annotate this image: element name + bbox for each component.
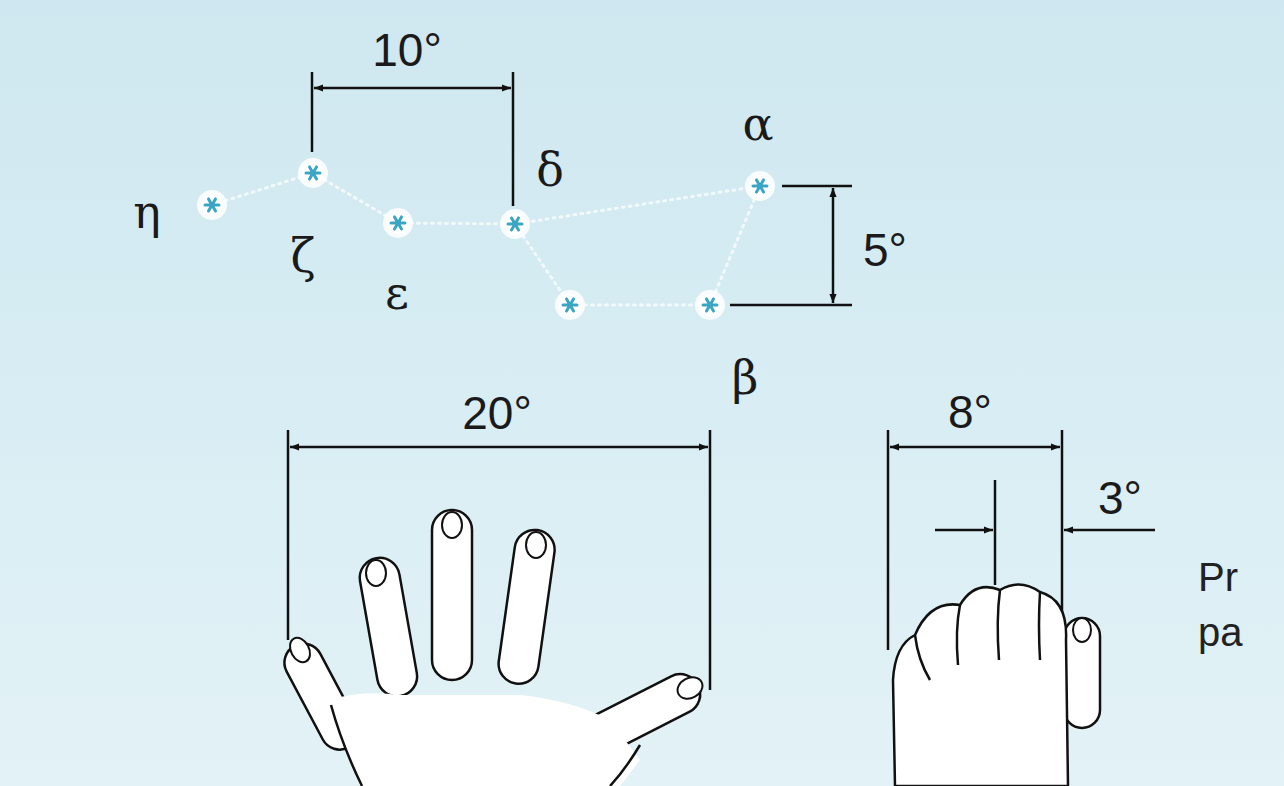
- star: [197, 190, 227, 220]
- star-letter: δ: [536, 147, 564, 193]
- cut-off-text: Pr: [1198, 557, 1238, 597]
- star: [383, 208, 413, 238]
- constellation-lines: [212, 173, 760, 305]
- fist-hand: [893, 584, 1100, 786]
- spread-hand: [278, 510, 707, 786]
- star: [555, 290, 585, 320]
- star-letter: η: [133, 189, 161, 235]
- angle-dimension: 10°: [372, 27, 442, 73]
- star: [745, 171, 775, 201]
- cut-off-text: pa: [1198, 612, 1243, 652]
- angle-dimension: 8°: [948, 389, 992, 435]
- star: [500, 209, 530, 239]
- stars: [197, 158, 775, 320]
- angle-dimension: 20°: [462, 390, 532, 436]
- star-letter: α: [742, 101, 773, 147]
- star: [298, 158, 328, 188]
- star-letter: ζ: [291, 233, 316, 279]
- star-letter: β: [732, 355, 759, 401]
- star: [695, 290, 725, 320]
- angle-dimension: 5°: [863, 227, 907, 273]
- angle-dimension: 3°: [1098, 475, 1142, 521]
- star-letter: ε: [385, 270, 409, 316]
